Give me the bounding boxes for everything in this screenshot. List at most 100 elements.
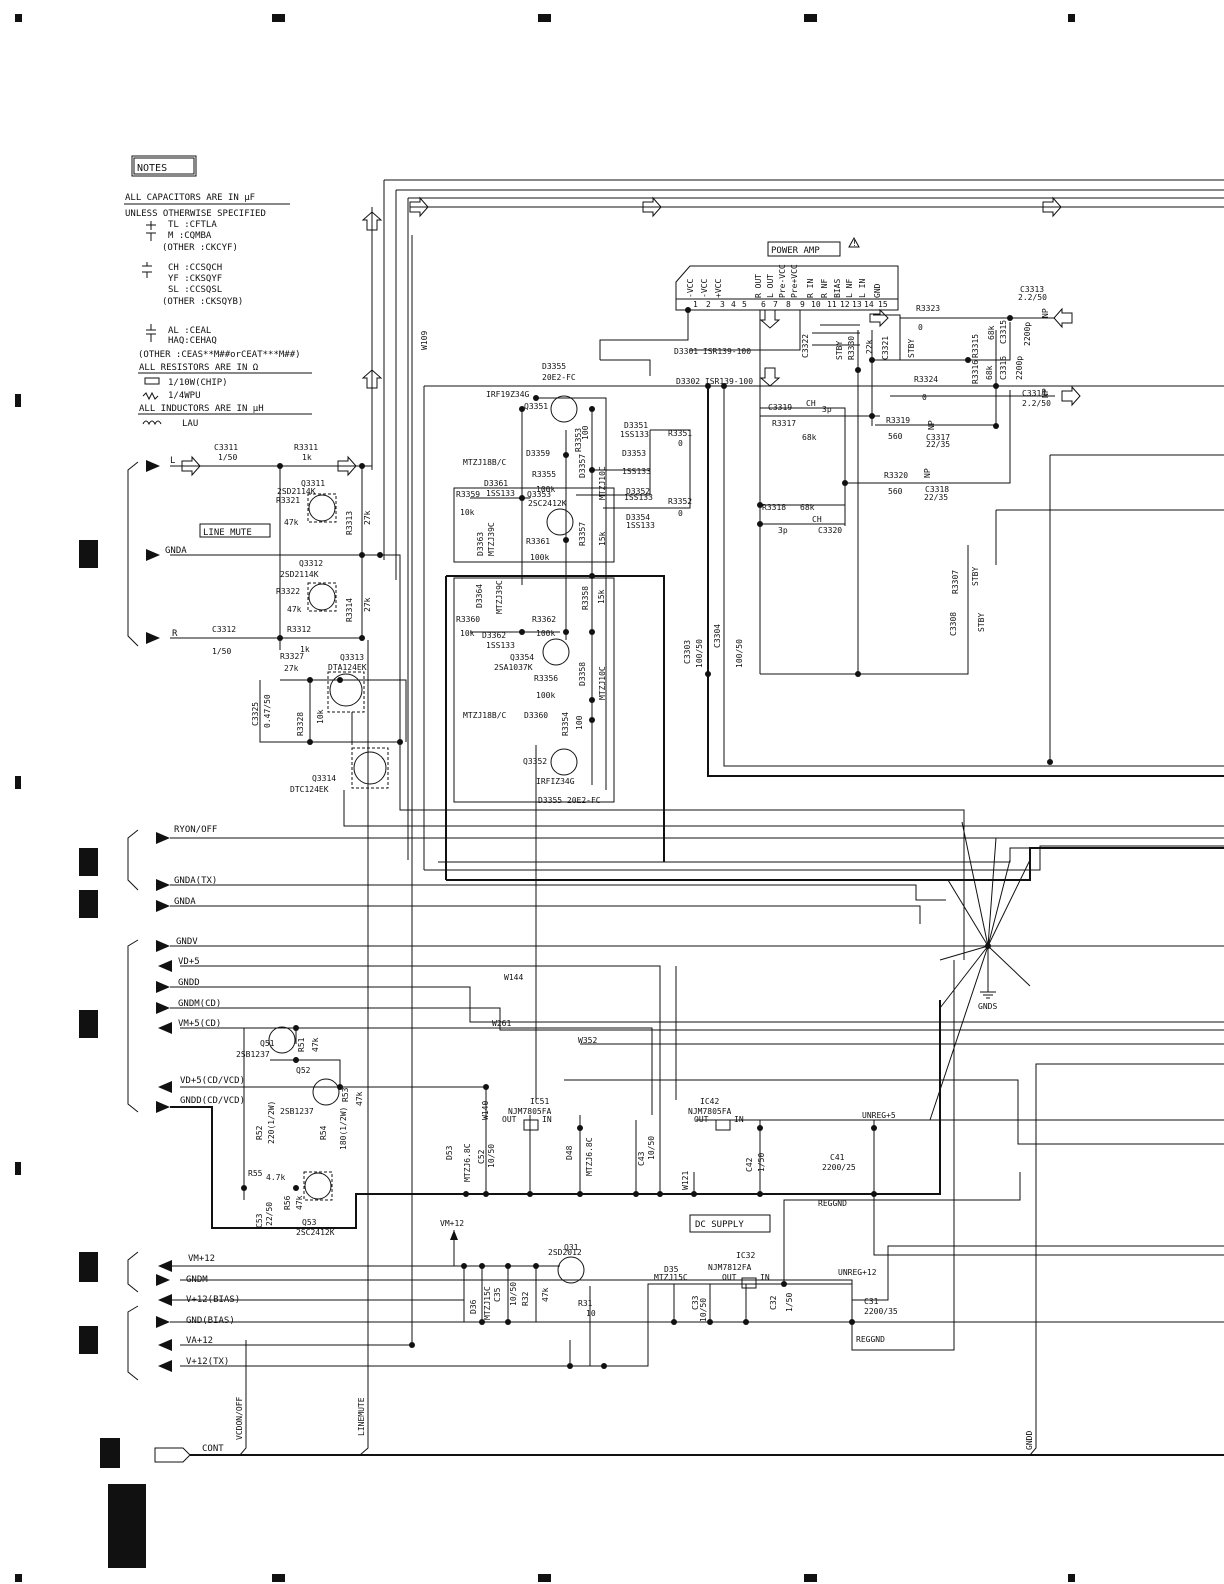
notes-line: 1/10W(CHIP) <box>168 378 228 388</box>
component-label-r3357: R3357 <box>578 522 587 546</box>
component-label-r3321v: 47k <box>284 518 299 527</box>
component-label-q52: Q52 <box>296 1066 311 1075</box>
component-label-reggnd2: REGGND <box>856 1335 885 1344</box>
arrow-left-icon <box>158 1339 172 1351</box>
component-label-d3364: D3364 <box>475 584 484 608</box>
component-label-r51v: 47k <box>311 1037 320 1052</box>
component-label-q51: Q51 <box>260 1039 275 1048</box>
component-label-q31p: 2SD2012 <box>548 1248 582 1257</box>
component-label-w352: W352 <box>578 1036 597 1045</box>
component-label-r3330: R3330 <box>847 336 856 360</box>
component-label-r3316v: 68k <box>985 365 994 380</box>
component-label-stby2: STBY <box>907 339 916 358</box>
transistor-icon <box>307 493 337 523</box>
component-label-r3353v: 100 <box>581 425 590 440</box>
component-label-r3361: R3361 <box>526 537 550 546</box>
line-mute-label: LINE MUTE <box>203 528 252 538</box>
component-label-reggnd1: REGGND <box>818 1199 847 1208</box>
component-label-iss133c: 1SS133 <box>620 430 649 439</box>
hollow-arrow-icon <box>361 211 383 231</box>
component-label-d48: D48 <box>565 1145 574 1160</box>
component-label-c3311v: 1/50 <box>218 453 237 462</box>
component-label-c32v: 1/50 <box>785 1293 794 1312</box>
component-label-c52: C52 <box>477 1149 486 1164</box>
transistor-icon <box>312 1078 340 1106</box>
component-label-c3316v: 2200p <box>1015 356 1024 380</box>
conn-vd5-cdvcd: VD+5(CD/VCD) <box>180 1076 245 1086</box>
svg-text:13: 13 <box>852 300 862 309</box>
notes-line: HAQ:CEHAQ <box>168 336 217 346</box>
conn-gndm: GNDM <box>186 1275 208 1285</box>
component-label-c32: C32 <box>769 1295 778 1310</box>
component-label-irfz: IRFIZ34G <box>536 777 575 786</box>
conn-gndd-cdvcd: GNDD(CD/VCD) <box>180 1096 245 1106</box>
component-label-unreg12: UNREG+12 <box>838 1268 877 1277</box>
component-label-r52v: 220(1/2W) <box>267 1101 276 1144</box>
component-label-iss133b: 1SS133 <box>486 641 515 650</box>
conn-vm5-cd: VM+5(CD) <box>178 1019 221 1029</box>
component-label-q3313p: DTA124EK <box>328 663 367 672</box>
transistor-icon <box>542 638 570 666</box>
component-label-d3362: D3362 <box>482 631 506 640</box>
component-label-r3307: R3307 <box>951 570 960 594</box>
component-label-r56v: 47k <box>295 1195 304 1210</box>
svg-text:Pre-VCC: Pre-VCC <box>778 264 787 298</box>
component-label-q53: Q53 <box>302 1218 317 1227</box>
component-label-d3302: D3302 ISR139-100 <box>676 377 753 386</box>
hollow-arrow-icon <box>869 308 889 328</box>
hollow-arrow-icon <box>181 455 201 477</box>
transistor-icon <box>550 395 578 423</box>
component-label-r3313v: 27k <box>363 510 372 525</box>
component-label-c3314: C3314 <box>1022 389 1046 398</box>
svg-text:5: 5 <box>742 300 747 309</box>
svg-text:L NF: L NF <box>845 279 854 298</box>
component-label-d3363: D3363 <box>476 532 485 556</box>
component-label-r3362v: 100k <box>536 629 555 638</box>
component-label-c3304v: 100/50 <box>735 639 744 668</box>
component-label-r3322v: 47k <box>287 605 302 614</box>
arrow-left-icon <box>158 1294 172 1306</box>
component-label-d3359: D3359 <box>526 449 550 458</box>
component-label-q52p: 2SB1237 <box>280 1107 314 1116</box>
component-label-w140: W140 <box>481 1101 490 1120</box>
component-label-q31: Q31 <box>564 1243 579 1252</box>
component-label-in3: IN <box>760 1273 770 1282</box>
component-label-stby4: STBY <box>977 613 986 632</box>
component-label-r3354: R3354 <box>561 712 570 736</box>
arrow-right-icon <box>146 460 160 472</box>
component-label-c3303v: 100/50 <box>695 639 704 668</box>
component-label-c3318v: 22/35 <box>924 493 948 502</box>
component-label-r3311: R3311 <box>294 443 318 452</box>
component-label-q3354: Q3354 <box>510 653 534 662</box>
arrow-right-icon <box>156 940 170 952</box>
component-label-stby1: STBY <box>835 341 844 360</box>
component-label-c3311: C3311 <box>214 443 238 452</box>
component-label-c41: C41 <box>830 1153 845 1162</box>
component-label-d53: D53 <box>445 1145 454 1160</box>
component-label-r3323: R3323 <box>916 304 940 313</box>
transistor-icon <box>327 671 365 713</box>
component-label-q3353p: 2SC2412K <box>528 499 567 508</box>
component-label-c3325: C3325 <box>251 702 260 726</box>
notes-line: ALL CAPACITORS ARE IN μF <box>125 193 255 203</box>
notes-line: SL :CCSQSL <box>168 285 222 295</box>
component-label-r3351v: 0 <box>678 439 683 448</box>
component-label-c31: C31 <box>864 1297 879 1306</box>
component-label-c43v: 10/50 <box>647 1136 656 1160</box>
arrow-right-icon <box>156 1316 170 1328</box>
component-label-irf9: IRF19Z34G <box>486 390 530 399</box>
conn-vm12: VM+12 <box>188 1254 215 1264</box>
notes-line: (OTHER :CEAS**M##orCEAT***M##) <box>138 350 301 360</box>
component-label-r3352v: 0 <box>678 509 683 518</box>
conn-gnda: GNDA <box>165 546 187 556</box>
regulator-ic32-icon <box>741 1277 757 1289</box>
component-label-d36: D36 <box>469 1299 478 1314</box>
component-label-r3312v: 1k <box>300 645 310 654</box>
svg-text:R NF: R NF <box>820 279 829 298</box>
conn-v12-bias: V+12(BIAS) <box>186 1295 240 1305</box>
component-label-c3320v: 3p <box>778 526 788 535</box>
svg-text:7: 7 <box>773 300 778 309</box>
conn-l: L <box>170 456 175 466</box>
component-label-r3352: R3352 <box>668 497 692 506</box>
component-label-d3355a: D3355 <box>542 362 566 371</box>
